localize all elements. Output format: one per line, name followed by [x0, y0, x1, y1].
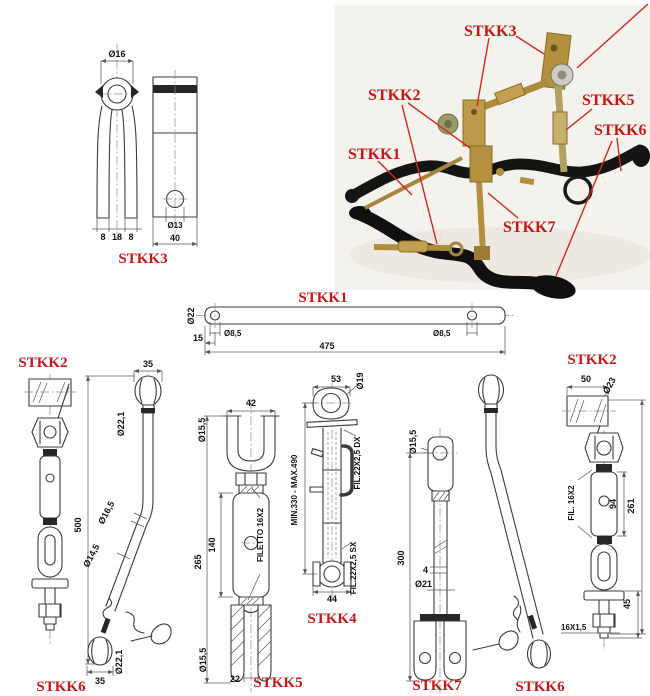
- photo-label-stkk2: STKK2: [368, 87, 420, 104]
- stkk3-part-label: STKK3: [118, 251, 167, 267]
- stkk6-right-drawing: STKK6: [472, 374, 565, 695]
- stkk7-dia-top: Ø15,5: [408, 430, 418, 455]
- stkk1-dia-hole-right: Ø8,5: [433, 329, 451, 338]
- stkk3-front-view: [95, 77, 139, 219]
- stkk1-dia-bar: Ø22: [186, 307, 196, 324]
- stkk5-len-body: 140: [207, 537, 217, 552]
- stkk7-part-label: STKK7: [412, 678, 462, 694]
- photo-label-stkk6: STKK6: [594, 122, 646, 139]
- stkk4-w-bottom: 44: [327, 594, 337, 604]
- stkk6-right-linch-pin: [472, 605, 522, 651]
- photo-label-stkk3: STKK3: [464, 23, 516, 40]
- stkk1-offset: 15: [193, 333, 203, 343]
- stkk5-part-label: STKK5: [253, 675, 302, 691]
- stkk6l-dia-rod-upper: Ø16,5: [96, 499, 116, 525]
- stkk7-dia-rod: Ø21: [415, 579, 432, 589]
- photo-label-stkk7: STKK7: [503, 219, 555, 236]
- stkk2r-len-total: 261: [626, 498, 636, 513]
- photo-leader-lines: [377, 3, 649, 277]
- stkk6-left-linch-pin: [125, 611, 172, 645]
- stkk4-part-label: STKK4: [307, 611, 357, 627]
- stkk7-length: 300: [396, 550, 406, 565]
- stkk2r-thread: FIL. 16X2: [567, 485, 576, 521]
- stkk5-thread-hatch-bottom: [240, 597, 260, 605]
- photo-labels: STKK3 STKK2 STKK5 STKK6 STKK1 STKK7: [348, 23, 646, 236]
- stkk5-w-top: 42: [246, 398, 256, 408]
- stkk4-thread-sx: FIL.22X2,5 SX: [349, 541, 358, 594]
- stkk3-w-right: 8: [128, 232, 133, 242]
- stkk1-dia-hole-left: Ø8,5: [224, 329, 242, 338]
- stkk2r-w-top: 50: [581, 374, 591, 384]
- stkk6l-dia-rod-lower: Ø14,5: [81, 542, 101, 568]
- stkk1-length: 475: [319, 341, 334, 351]
- stkk3-w-side: 40: [170, 233, 180, 243]
- stkk3-w-left: 8: [100, 232, 105, 242]
- stkk2-right-part-label: STKK2: [567, 352, 616, 368]
- stkk2r-len-bottom: 45: [622, 599, 632, 609]
- stkk7-drawing: Ø15,5 300 4 Ø21 STKK7: [396, 428, 467, 694]
- stkk5-dia-top: Ø15,5: [197, 418, 207, 443]
- stkk3-drawing: Ø16 8 18 8 Ø13 40 STKK3: [92, 44, 198, 267]
- stkk6-left-part-label: STKK6: [36, 679, 86, 695]
- stkk4-dia-hole: Ø19: [355, 372, 365, 389]
- stkk4-w-top: 53: [331, 374, 341, 384]
- photo-label-stkk1: STKK1: [348, 146, 400, 163]
- stkk7-gap: 4: [423, 565, 428, 575]
- product-photo: STKK3 STKK2 STKK5 STKK6 STKK1 STKK7: [335, 3, 650, 299]
- stkk4-drawing: 53 Ø19 44 MIN.330 - MAX.490 FIL.22X2: [290, 372, 365, 627]
- stkk2r-sleeve-hatch: [569, 398, 607, 424]
- stkk6-right-part-label: STKK6: [515, 679, 565, 695]
- stkk2r-dia-top: Ø23: [601, 376, 618, 396]
- stkk7-thread-hatch: [432, 491, 450, 501]
- stkk3-side-view: [152, 70, 198, 234]
- stkk2-left-drawing: STKK2: [18, 355, 76, 646]
- stkk5-len-total: 265: [193, 554, 203, 569]
- photo-label-stkk5: STKK5: [582, 92, 634, 109]
- stkk1-drawing: STKK1 Ø22 Ø8,5 Ø8,5 15 475: [186, 290, 514, 355]
- stkk2r-thread-bottom: 16X1,5: [561, 623, 587, 632]
- stkk3-dia-top: Ø16: [108, 49, 125, 59]
- stkk5-drawing: 42 Ø15,5: [193, 398, 303, 692]
- stkk6l-w-top: 35: [143, 359, 153, 369]
- stkk6l-dia-bottom: Ø22,1: [114, 650, 124, 675]
- stkk2-right-drawing: STKK2 50 Ø23 FIL. 16X2 94 261: [561, 352, 646, 650]
- stkk4-thread-dx: FIL.22X2,5 DX: [353, 436, 362, 490]
- stkk6-left-drawing: 35 Ø22,1 500 Ø16,5 Ø14,5 Ø22,1 35 STKK6: [36, 359, 172, 695]
- stkk5-w-slot: 22: [230, 674, 240, 684]
- stkk4-range: MIN.330 - MAX.490: [290, 454, 299, 525]
- stkk5-thread: FILETTO 16X2: [256, 507, 265, 562]
- stkk2r-len-body: 94: [608, 499, 618, 509]
- stkk6l-dia-top: Ø22,1: [116, 412, 126, 437]
- stkk6l-w-bottom: 35: [95, 676, 105, 686]
- stkk1-part-label: STKK1: [298, 290, 347, 306]
- stkk3-dia-side: Ø13: [167, 221, 183, 230]
- stkk4-tube: [309, 427, 354, 564]
- stkk6l-length: 500: [73, 517, 83, 532]
- stkk7-bottom-fork: [413, 620, 467, 681]
- stkk5-dia-bottom: Ø15,5: [198, 648, 208, 673]
- photo-gold-linkage: [364, 32, 574, 260]
- stkk3-w-mid: 18: [112, 232, 122, 242]
- stkk2-left-part-label: STKK2: [18, 355, 67, 371]
